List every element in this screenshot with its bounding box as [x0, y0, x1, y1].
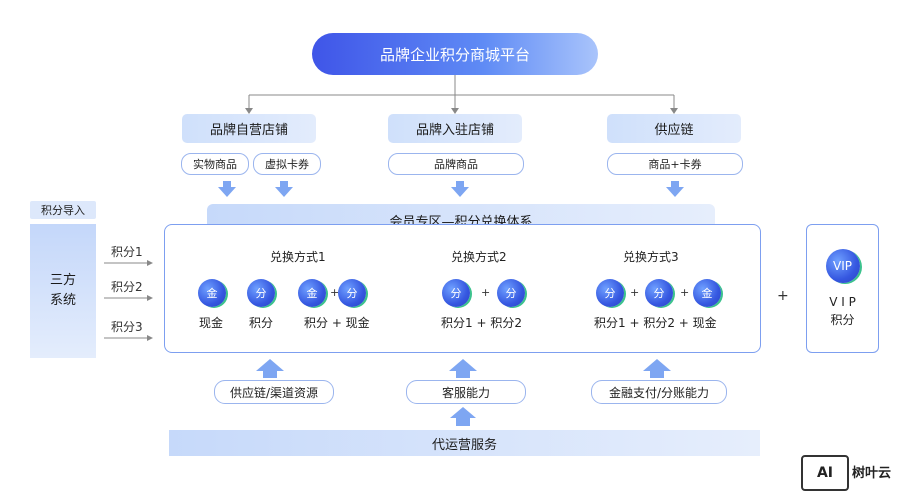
plus-sign: +: [330, 286, 340, 299]
gold-coin-icon: 金: [693, 279, 721, 307]
method2-label: 积分1 + 积分2: [441, 316, 522, 330]
third-party-line1: 三方: [49, 273, 76, 288]
method3-title: 兑换方式3: [623, 250, 679, 264]
flow-label-3: 积分3: [111, 320, 143, 334]
tag-brand-goods: 品牌商品: [388, 153, 524, 175]
points-import-tag: 积分导入: [30, 201, 96, 219]
brand-name: 树叶云: [852, 466, 892, 481]
points-coin-icon: 分: [497, 279, 525, 307]
method1-points-label: 积分: [249, 316, 274, 330]
resource-customer-service: 客服能力: [406, 380, 526, 404]
category-supply-chain: 供应链: [607, 114, 741, 143]
vip-line1: V I P: [829, 295, 856, 309]
method3-label: 积分1 + 积分2 + 现金: [594, 316, 717, 330]
points-coin-icon: 分: [645, 279, 673, 307]
third-party-system: 三方 系统: [30, 224, 96, 358]
method1-cash-label: 现金: [199, 316, 224, 330]
tag-virtual-coupons: 虚拟卡券: [253, 153, 321, 175]
method1-combo-label: 积分 + 现金: [304, 316, 370, 330]
vip-points-box: VIP V I P 积分: [806, 224, 879, 353]
method1-title: 兑换方式1: [270, 250, 326, 264]
platform-title: 品牌企业积分商城平台: [312, 33, 598, 75]
brand-logo: AI: [801, 455, 849, 491]
flow-label-1: 积分1: [111, 245, 143, 259]
operation-service-bar: 代运营服务: [169, 430, 760, 456]
category-brand-stores: 品牌入驻店铺: [388, 114, 522, 143]
tag-goods-coupons: 商品+卡券: [607, 153, 743, 175]
gold-coin-icon: 金: [198, 279, 226, 307]
plus-sign: +: [680, 286, 690, 299]
tag-physical-goods: 实物商品: [181, 153, 249, 175]
third-party-line2: 系统: [49, 293, 76, 308]
vip-badge-icon: VIP: [825, 249, 860, 283]
plus-sign: +: [481, 286, 491, 299]
points-coin-icon: 分: [442, 279, 470, 307]
plus-sign: +: [630, 286, 640, 299]
vip-line2: 积分: [830, 313, 855, 327]
resource-finance-payment: 金融支付/分账能力: [591, 380, 727, 404]
plus-sign-vip: +: [777, 288, 789, 304]
method2-title: 兑换方式2: [451, 250, 507, 264]
flow-label-2: 积分2: [111, 280, 143, 294]
points-coin-icon: 分: [338, 279, 366, 307]
points-coin-icon: 分: [596, 279, 624, 307]
category-self-operated: 品牌自营店铺: [182, 114, 316, 143]
resource-supply-channel: 供应链/渠道资源: [214, 380, 334, 404]
gold-coin-icon: 金: [298, 279, 326, 307]
points-coin-icon: 分: [247, 279, 275, 307]
